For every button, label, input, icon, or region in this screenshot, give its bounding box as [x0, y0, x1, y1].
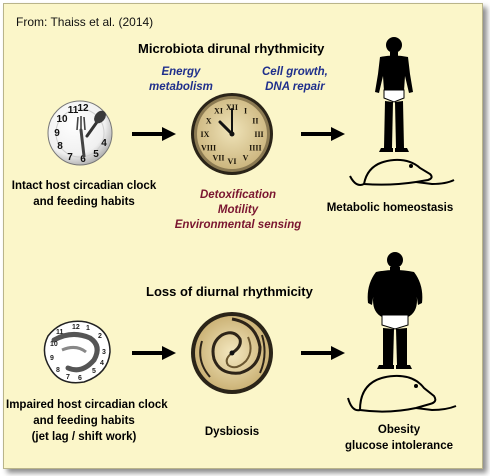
lean-person-icon — [375, 37, 413, 152]
microbial-functions-label: Detoxification Motility Environmental se… — [174, 189, 302, 231]
clock-numeral: VIII — [201, 144, 216, 153]
clock-numeral: XI — [214, 107, 223, 116]
top-heading: Microbiota dirunal rhythmicity — [138, 41, 325, 56]
svg-text:3: 3 — [102, 349, 106, 356]
lean-mouse-icon — [349, 158, 455, 186]
clock-numeral: VI — [228, 157, 237, 166]
svg-text:11: 11 — [68, 105, 79, 116]
arrow-right-icon — [132, 127, 176, 141]
svg-text:7: 7 — [67, 152, 73, 163]
arrow-right-icon — [301, 127, 345, 141]
svg-text:2: 2 — [98, 333, 102, 340]
svg-text:6: 6 — [80, 154, 86, 165]
clock-numeral: IX — [201, 130, 210, 139]
clock-numeral: VII — [212, 153, 224, 162]
svg-text:12: 12 — [77, 103, 89, 114]
svg-text:8: 8 — [56, 367, 60, 374]
bottom-heading: Loss of diurnal rhythmicity — [146, 284, 313, 299]
arrow-right-icon — [132, 346, 176, 360]
svg-text:12: 12 — [72, 324, 80, 331]
dysbiosis-label: Dysbiosis — [204, 426, 260, 438]
source-citation: From: Thaiss et al. (2014) — [16, 15, 154, 29]
svg-text:5: 5 — [92, 368, 96, 375]
figure-panel: From: Thaiss et al. (2014) Microbiota di… — [3, 3, 483, 469]
impaired-host-label: Impaired host circadian clock and feedin… — [6, 399, 168, 443]
svg-text:6: 6 — [78, 375, 82, 382]
clock-numeral: X — [206, 117, 212, 126]
svg-text:8: 8 — [57, 141, 63, 152]
cell-growth-label: Cell growth, DNA repair — [262, 66, 328, 93]
clock-numeral: I — [244, 107, 247, 116]
svg-text:10: 10 — [56, 114, 68, 125]
clock-numeral: III — [254, 130, 263, 139]
svg-text:9: 9 — [54, 128, 60, 139]
svg-text:4: 4 — [100, 360, 104, 367]
svg-text:7: 7 — [66, 374, 70, 381]
obese-person-icon — [367, 252, 423, 369]
intact-host-label: Intact host circadian clock and feeding … — [11, 180, 157, 208]
svg-text:11: 11 — [56, 329, 64, 336]
svg-text:1: 1 — [86, 325, 90, 332]
clock-numeral: V — [243, 153, 249, 162]
svg-text:9: 9 — [50, 355, 54, 362]
svg-text:5: 5 — [93, 149, 99, 160]
obese-mouse-icon — [347, 374, 457, 413]
dysbiosis-clock-icon — [191, 312, 273, 394]
clock-numeral: IIII — [249, 144, 261, 153]
svg-text:10: 10 — [50, 341, 58, 348]
metabolic-homeostasis-label: Metabolic homeostasis — [326, 202, 454, 214]
obesity-label: Obesity glucose intolerance — [344, 424, 453, 452]
arrow-right-icon — [301, 346, 345, 360]
svg-text:4: 4 — [101, 138, 107, 149]
clock-numeral: XII — [226, 103, 238, 112]
energy-metabolism-label: Energy metabolism — [149, 66, 213, 93]
clock-numeral: II — [252, 117, 258, 126]
